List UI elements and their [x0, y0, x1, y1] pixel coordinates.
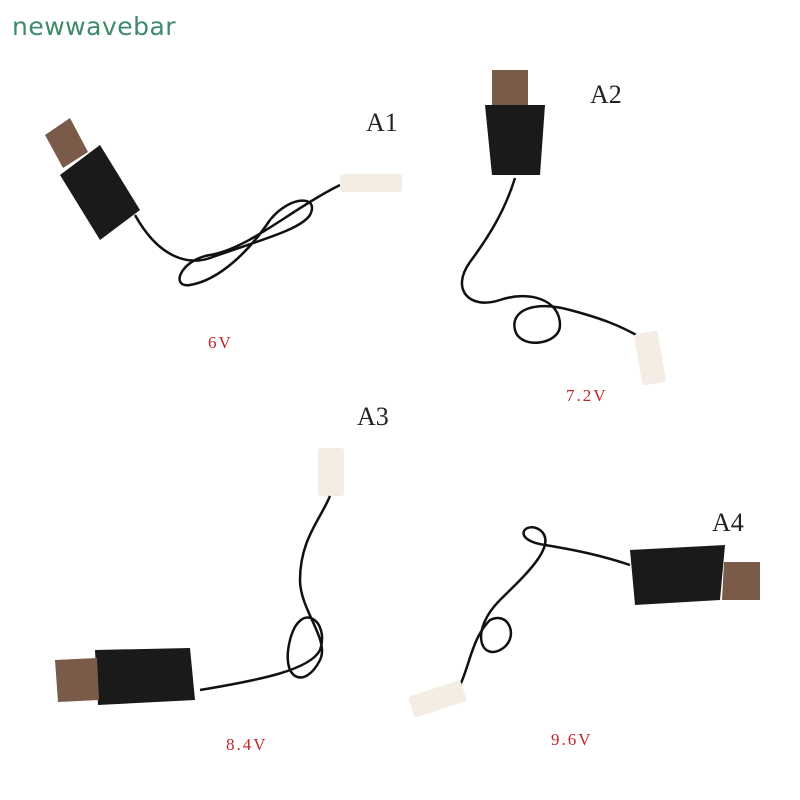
voltage-label-a3: 8.4V	[226, 735, 268, 754]
voltage-label-a1: 6V	[208, 333, 233, 352]
product-label-a4: A4	[712, 508, 744, 537]
watermark: newwavebar	[12, 12, 177, 41]
cable-a3	[55, 448, 344, 705]
cable-a4	[408, 526, 760, 718]
cable-a2	[460, 70, 666, 386]
product-label-a3: A3	[357, 402, 389, 431]
voltage-label-a4: 9.6V	[551, 730, 593, 749]
product-label-a1: A1	[366, 108, 398, 137]
product-label-a2: A2	[590, 80, 622, 109]
cable-a1	[45, 118, 402, 287]
voltage-label-a2: 7.2V	[566, 386, 608, 405]
